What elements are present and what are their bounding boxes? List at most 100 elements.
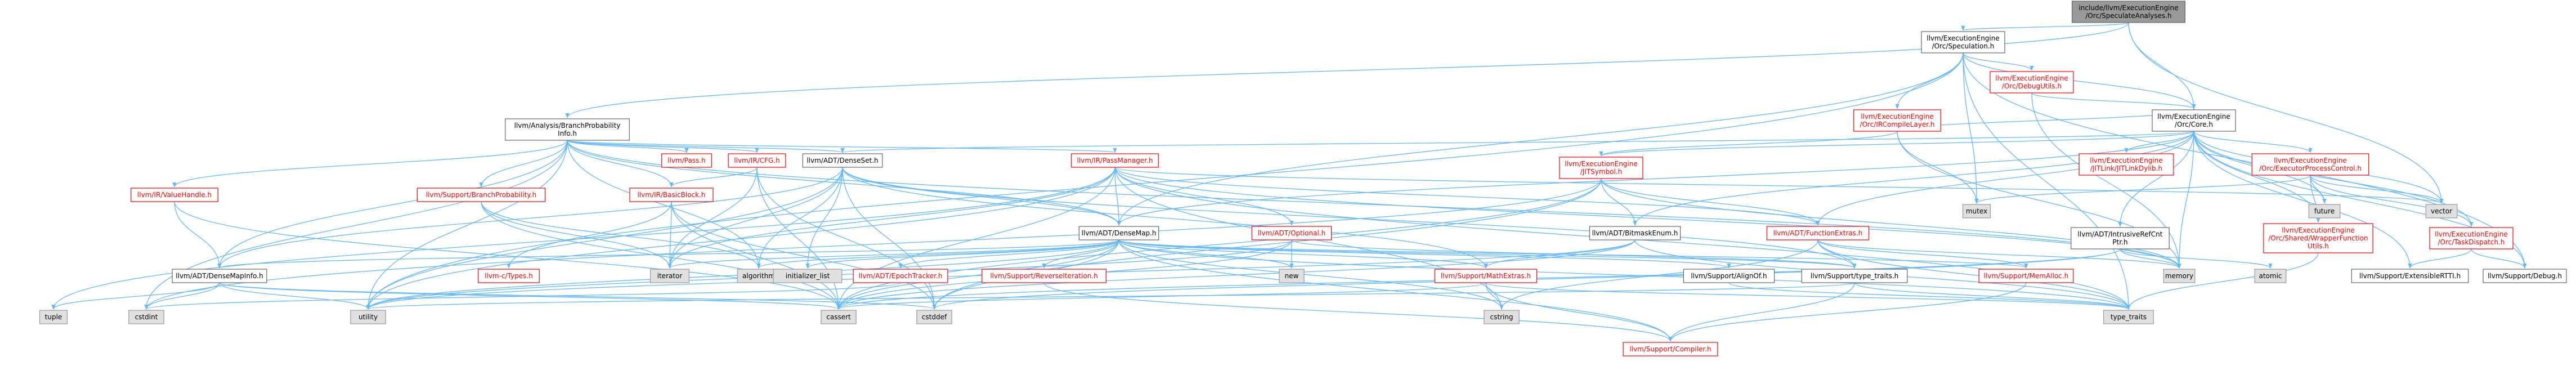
edge-denseset-to-densemap	[842, 167, 1121, 226]
node-alignof[interactable]: llvm/Support/AlignOf.h	[1683, 269, 1775, 283]
node-epoch[interactable]: llvm/ADT/EpochTracker.h	[853, 269, 948, 283]
node-densemap[interactable]: llvm/ADT/DenseMap.h	[1078, 226, 1159, 240]
edge	[1817, 239, 2181, 269]
edge	[219, 282, 937, 310]
node-label: iterator	[657, 272, 683, 280]
node-densemapinfo[interactable]: llvm/ADT/DenseMapInfo.h	[172, 269, 267, 283]
node-layer: include/llvm/ExecutionEngine/Orc/Specula…	[39, 1, 2567, 356]
node-label: llvm/Support/ReverseIteration.h	[990, 272, 1098, 280]
edge	[1817, 239, 2131, 310]
edge	[2193, 131, 2313, 153]
edge-core-to-funcextras	[1816, 131, 2194, 226]
node-extrtti[interactable]: llvm/Support/ExtensibleRTTI.h	[2351, 269, 2469, 283]
node-atomic: atomic	[2254, 269, 2287, 283]
edge-core-to-memory	[2177, 131, 2194, 269]
edge	[667, 167, 1115, 269]
node-typetraits_h[interactable]: llvm/Support/type_traits.h	[1801, 269, 1908, 283]
node-bitmask[interactable]: llvm/ADT/BitmaskEnum.h	[1589, 226, 1681, 240]
node-denseset[interactable]: llvm/ADT/DenseSet.h	[802, 153, 883, 168]
edge-epc-to-taskdispatch	[2310, 175, 2474, 227]
node-ctypes[interactable]: llvm-c/Types.h	[478, 269, 540, 283]
edge	[2031, 92, 2196, 109]
node-label: Utils.h	[2308, 242, 2329, 250]
node-label: llvm/Support/BranchProbability.h	[426, 191, 536, 199]
edge	[217, 140, 568, 269]
node-basicblock[interactable]: llvm/IR/BasicBlock.h	[629, 188, 714, 202]
edge	[2118, 131, 2194, 227]
node-mathextras[interactable]: llvm/Support/MathExtras.h	[1434, 269, 1538, 283]
node-initlist: initializer_list	[773, 269, 843, 283]
node-compiler[interactable]: llvm/Support/Compiler.h	[1623, 342, 1718, 356]
edge-bpi-to-utility	[366, 140, 568, 310]
edge	[836, 282, 1486, 310]
node-debug[interactable]: llvm/Support/Debug.h	[2483, 269, 2567, 283]
edge-bpi-to-supbp	[479, 140, 568, 188]
node-wrapperfn[interactable]: llvm/ExecutionEngine/Orc/Shared/WrapperF…	[2263, 223, 2373, 253]
edge-jitsym-to-memory	[1601, 178, 2181, 269]
node-label: llvm/ExecutionEngine	[2274, 157, 2347, 164]
edge	[1601, 178, 1637, 226]
edge-ircfg-to-iterator	[667, 167, 758, 269]
node-irpass[interactable]: llvm/Pass.h	[661, 153, 712, 168]
node-box	[728, 153, 786, 168]
edge	[2193, 131, 2412, 269]
edge-basicblock-to-cassert	[671, 201, 841, 310]
node-cstring: cstring	[1484, 310, 1520, 324]
edge	[836, 178, 1602, 310]
node-root: include/llvm/ExecutionEngine/Orc/Specula…	[2072, 1, 2186, 23]
node-optional[interactable]: llvm/ADT/Optional.h	[1251, 226, 1332, 240]
node-passmgr[interactable]: llvm/IR/PassManager.h	[1071, 153, 1159, 168]
edge-densemap-to-densemapinfo	[217, 239, 1119, 269]
node-taskdispatch[interactable]: llvm/ExecutionEngine/Orc/TaskDispatch.h	[2429, 227, 2514, 249]
edge-core-to-densemap	[1117, 131, 2194, 226]
node-jitsym[interactable]: llvm/ExecutionEngine/JITSymbol.h	[1559, 157, 1643, 179]
node-box	[2351, 269, 2469, 283]
node-spec[interactable]: llvm/ExecutionEngine/Orc/Speculation.h	[1921, 31, 2005, 54]
node-box	[416, 188, 546, 202]
edge	[2126, 252, 2319, 310]
node-box	[649, 269, 689, 283]
edge	[2128, 22, 2444, 204]
edge-denseset-to-utility	[366, 167, 843, 310]
edge-denseset-to-initlist	[805, 167, 843, 269]
edge-bpi-to-algorithm	[567, 140, 761, 269]
edge-supbp-to-iterator	[481, 201, 672, 269]
node-valuehandle[interactable]: llvm/IR/ValueHandle.h	[131, 188, 218, 202]
edge	[2128, 22, 2196, 109]
node-funcextras[interactable]: llvm/ADT/FunctionExtras.h	[1766, 226, 1870, 240]
node-epc[interactable]: llvm/ExecutionEngine/Orc/ExecutorProcess…	[2251, 153, 2369, 176]
edge-mathextras-to-typetraits	[1485, 282, 2131, 310]
node-debugutils[interactable]: llvm/ExecutionEngine/Orc/DebugUtils.h	[1990, 71, 2074, 93]
edge	[217, 167, 843, 269]
node-utility: utility	[350, 310, 386, 324]
edge-spec-to-core	[1963, 52, 2196, 109]
node-label: vector	[2431, 207, 2452, 215]
edge	[1897, 131, 1979, 204]
edge	[51, 282, 220, 310]
edge-densemapinfo-to-cstddef	[219, 282, 937, 310]
edge-wrapperfn-to-typetraits	[2126, 252, 2319, 310]
node-core[interactable]: llvm/ExecutionEngine/Orc/Core.h	[2152, 109, 2236, 132]
node-label: llvm/Support/type_traits.h	[1811, 272, 1899, 280]
node-box	[2071, 227, 2170, 249]
node-reviter[interactable]: llvm/Support/ReverseIteration.h	[982, 269, 1106, 283]
edge	[565, 22, 2129, 118]
node-ircfg[interactable]: llvm/IR/CFG.h	[728, 153, 786, 168]
node-supbp[interactable]: llvm/Support/BranchProbability.h	[416, 188, 546, 202]
edge-densemap-to-typetraits	[1118, 239, 2131, 310]
node-jitlink[interactable]: llvm/ExecutionEngine/JITLink/JITLinkDyli…	[2078, 153, 2174, 176]
edge-jitsym-to-cassert	[836, 178, 1602, 310]
node-irc[interactable]: llvm/ExecutionEngine/Orc/IRCompileLayer.…	[1853, 109, 1941, 132]
edge	[174, 201, 222, 269]
node-memalloc[interactable]: llvm/Support/MemAlloc.h	[1978, 269, 2074, 283]
node-box	[629, 188, 714, 202]
edge	[1114, 167, 2444, 204]
node-label: llvm/ADT/BitmaskEnum.h	[1592, 229, 1678, 237]
edge-densemap-to-cstring	[1118, 239, 1504, 310]
edge-core-to-wrapperfn	[2193, 131, 2320, 223]
node-box	[505, 118, 630, 141]
node-label: llvm/Pass.h	[667, 157, 705, 164]
edge	[667, 239, 1119, 269]
